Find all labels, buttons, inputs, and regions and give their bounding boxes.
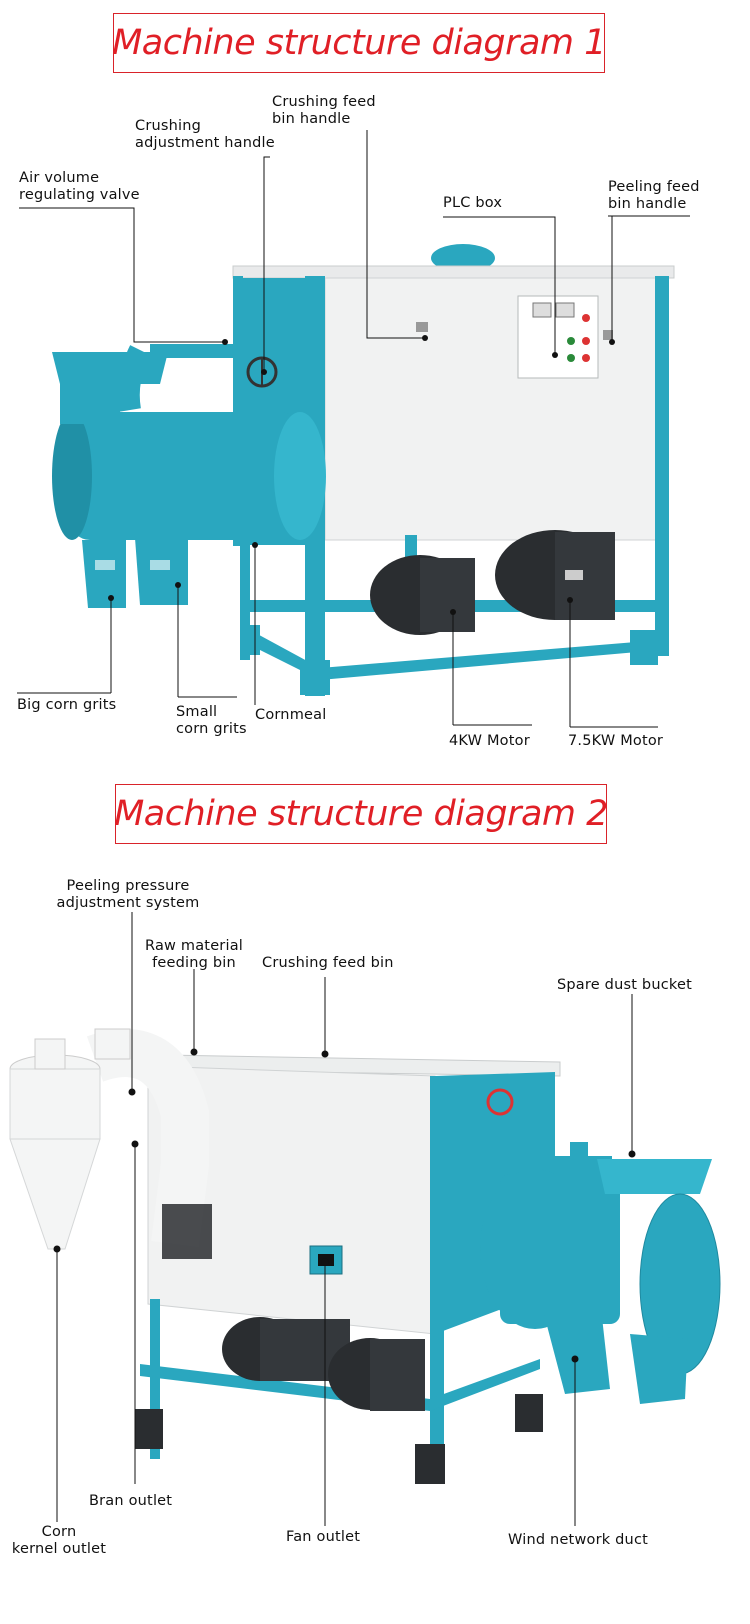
diagram2-title-box: Machine structure diagram 2 xyxy=(114,784,608,844)
label-big-corn-grits: Big corn grits xyxy=(17,697,117,713)
diagram2-title: Machine structure diagram 2 xyxy=(114,794,608,834)
label-wind-network-duct: Wind network duct xyxy=(508,1532,648,1548)
label-plc-box: PLC box xyxy=(443,195,503,211)
machine1-illustration xyxy=(17,130,690,728)
label-4kw-motor: 4KW Motor xyxy=(449,733,530,749)
label-7-5kw-motor: 7.5KW Motor xyxy=(568,733,664,749)
machine2-illustration xyxy=(9,912,721,1526)
label-fan-outlet: Fan outlet xyxy=(286,1529,361,1545)
label-bran-outlet: Bran outlet xyxy=(89,1493,173,1509)
label-cornmeal: Cornmeal xyxy=(255,707,327,723)
label-spare-dust-bucket: Spare dust bucket xyxy=(557,977,692,993)
diagram1-title-box: Machine structure diagram 1 xyxy=(112,13,606,73)
diagram1-title: Machine structure diagram 1 xyxy=(112,23,606,63)
label-crushing-feed-bin: Crushing feed bin xyxy=(262,955,394,971)
